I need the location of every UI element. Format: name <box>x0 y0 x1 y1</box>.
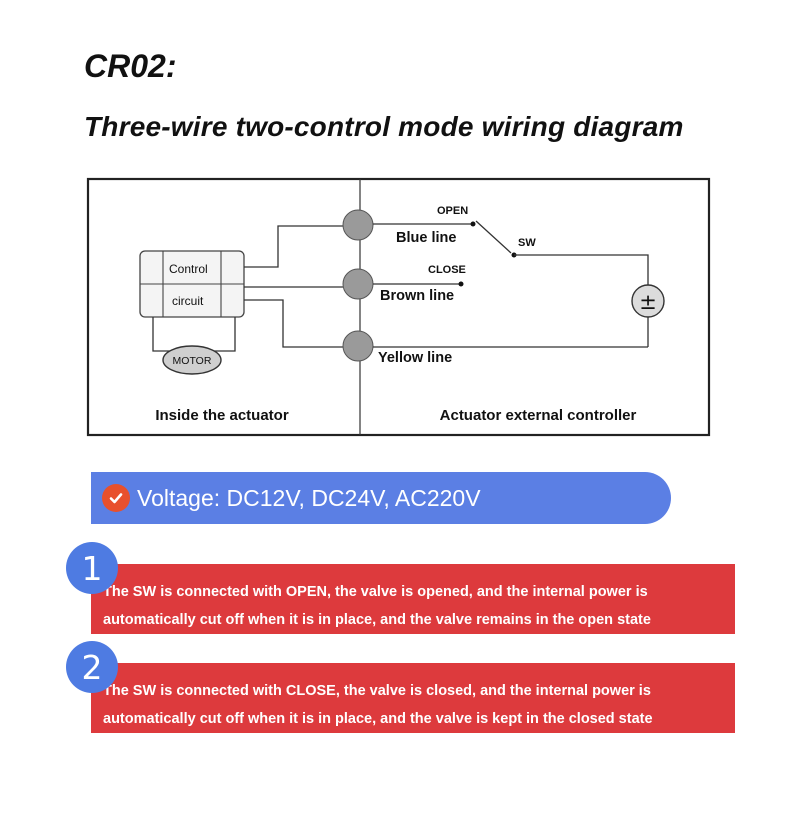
control-label: Control <box>169 262 208 276</box>
note-open-text: The SW is connected with OPEN, the valve… <box>103 578 651 634</box>
terminal-brown <box>342 268 374 300</box>
note-close-line-2: automatically cut off when it is in plac… <box>103 711 653 727</box>
terminal-blue <box>342 209 374 241</box>
yellow-line-label: Yellow line <box>378 350 452 366</box>
diagram-subtitle: Three-wire two-control mode wiring diagr… <box>84 111 684 142</box>
sw-label: SW <box>518 237 536 249</box>
note-open-line-1: The SW is connected with OPEN, the valve… <box>103 584 648 600</box>
note-close-text: The SW is connected with CLOSE, the valv… <box>103 677 653 733</box>
terminal-yellow <box>342 330 374 362</box>
control-circuit-block <box>139 250 245 318</box>
brown-line-label: Brown line <box>380 288 454 304</box>
power-source-icon <box>631 284 665 318</box>
inside-actuator-caption: Inside the actuator <box>155 407 289 424</box>
motor-icon <box>162 345 222 375</box>
voltage-banner: Voltage: DC12V, DC24V, AC220V <box>91 472 671 524</box>
circuit-label: circuit <box>172 294 204 308</box>
wiring-diagram: Control circuit MOTOR ± OPEN SW CLOSE Bl… <box>86 177 711 437</box>
step-number-1-badge: 1 <box>66 542 118 594</box>
voltage-text: Voltage: DC12V, DC24V, AC220V <box>137 484 481 511</box>
external-controller-caption: Actuator external controller <box>440 407 637 424</box>
blue-line-label: Blue line <box>396 230 456 246</box>
switch-lever <box>475 220 512 254</box>
motor-label: MOTOR <box>173 355 212 367</box>
power-symbol: ± <box>639 290 657 314</box>
diagram-frame <box>86 177 711 437</box>
open-label: OPEN <box>437 205 468 217</box>
note-close: The SW is connected with CLOSE, the valv… <box>91 663 735 733</box>
checkmark-icon <box>102 484 130 512</box>
note-open-line-2: automatically cut off when it is in plac… <box>103 612 651 628</box>
note-open: The SW is connected with OPEN, the valve… <box>91 564 735 634</box>
close-label: CLOSE <box>428 264 466 276</box>
note-close-line-1: The SW is connected with CLOSE, the valv… <box>103 683 651 699</box>
page-title: CR02: <box>84 48 177 84</box>
step-number-2-badge: 2 <box>66 641 118 693</box>
